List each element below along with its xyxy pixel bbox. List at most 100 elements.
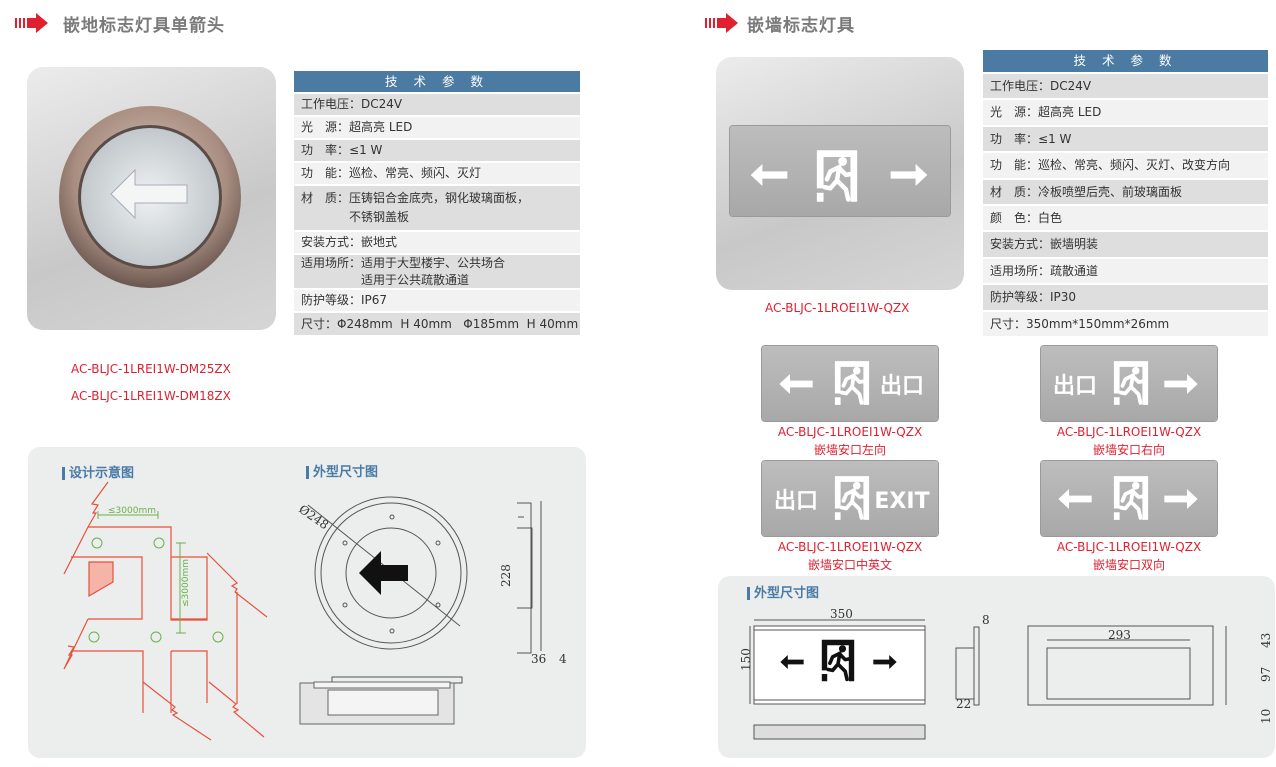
spec-row: 工作电压：DC24V [294,94,580,117]
spec-key: 光 源： [990,105,1039,120]
running-man-icon [1112,474,1150,522]
depth-label: 22 [956,697,971,711]
spec-key: 适用场所： [990,263,1051,278]
depth-label: 36 [531,652,546,666]
spec-value: 350mm*150mm*26mm [1026,316,1170,331]
spec-key: 功 能： [301,166,350,180]
sign-text: 出口 [880,374,924,399]
spec-value: 巡检、常亮、频闪、灭灯、改变方向 [1038,158,1231,173]
variant-name: 嵌墙安口左向 [813,443,886,457]
layout-and-dimension-drawing: ≤3000mm ≤3000mm Ø248 228 36 4 [63,481,567,741]
diameter-label: Ø248 [296,502,331,532]
spec-header: 技 术 参 数 [294,71,580,94]
wall-sign-dimension-drawing: 350 150 8 22 293 43 97 10 [739,607,1273,740]
spec-row: 材 质：冷板喷塑后壳、前玻璃面板 [983,179,1268,206]
exit-sign-variant: 出口 EXIT [762,461,938,536]
spec-row: 适用场所：适用于大型楼宇、公共场合适用于公共疏散通道 [294,255,580,290]
variant-name: 嵌墙安口双向 [1092,558,1165,572]
spec-row: 功 能：巡检、常亮、频闪、灭灯、改变方向 [983,153,1268,180]
section-arrow-icon [15,13,49,37]
spec-key: 防护等级： [301,293,362,307]
running-man-icon [833,359,871,407]
spec-key: 功 能： [990,158,1039,173]
spec-value: Φ248mm H 40mm Φ185mm H 40mm [337,317,579,331]
spec-row: 防护等级：IP30 [983,285,1268,312]
spec-value: 适用于大型楼宇、公共场合适用于公共疏散通道 [361,255,505,289]
spec-value: 嵌墙明装 [1050,237,1099,252]
spec-key: 防护等级： [990,290,1051,305]
spec-row: 功 率：≤1 W [294,140,580,163]
spec-key: 光 源： [301,120,350,134]
arrow-left-icon [779,374,813,394]
corridor-layout-drawing [63,481,268,741]
bottom-margin-label: 10 [1259,709,1273,724]
spec-value: 嵌地式 [361,235,398,249]
spec-row: 防护等级：IP67 [294,290,580,313]
sign-text: 出口 [1053,374,1097,399]
spec-key: 工作电压： [990,79,1051,93]
drawing-panel-floor: 设计示意图 外型尺寸图 ≤3000mm ≤3000mm Ø248 [28,447,586,758]
spec-value-line: 适用于大型楼宇、公共场合 [361,256,506,270]
spec-value: IP30 [1050,290,1077,305]
exit-sign-variant [1041,461,1217,536]
arrow-right-icon [1164,489,1198,509]
spec-value: 白色 [1038,210,1063,225]
spec-row: 尺寸：350mm*150mm*26mm [983,311,1268,338]
sign-text: EXIT [874,489,929,514]
arrow-left-icon [1058,489,1092,509]
design-diagram-title: 设计示意图 [62,467,134,480]
variant-model: AC-BLJC-1LROEI1W-QZX [777,540,923,554]
spec-value: ≤1 W [349,143,383,157]
arrow-left-icon [750,164,788,186]
spec-table-floor: 技 术 参 数 工作电压：DC24V 光 源：超高亮 LED 功 率：≤1 W … [294,71,580,337]
spec-value: 冷板喷塑后壳、前玻璃面板 [1038,184,1183,199]
spec-value: 超高亮 LED [349,120,413,134]
sign-text: 出口 [774,489,818,514]
model-code: AC-BLJC-1LROEI1W-QZX [765,301,910,315]
spec-value: 疏散通道 [1050,263,1099,278]
product-image-floor-light [27,67,276,330]
spec-header: 技 术 参 数 [983,50,1268,74]
spec-row: 功 能：巡检、常亮、频闪、灭灯 [294,163,580,186]
height-label: 228 [499,564,513,587]
section-title: 嵌地标志灯具单箭头 [63,16,225,36]
arrow-right-icon [890,164,928,186]
model-code: AC-BLJC-1LREI1W-DM25ZX [71,362,231,376]
width-label: 350 [830,607,853,621]
spec-value: 超高亮 LED [1038,105,1102,120]
spec-key: 安装方式： [990,237,1051,252]
spec-key: 适用场所： [301,256,362,270]
spec-row: 安装方式：嵌墙明装 [983,232,1268,259]
variant-caption: AC-BLJC-1LROEI1W-QZX 嵌墙安口中英文 [750,538,950,574]
running-man-icon [1112,359,1150,407]
variant-model: AC-BLJC-1LROEI1W-QZX [777,425,923,439]
drawing-panel-wall: 外型尺寸图 350 150 8 22 293 43 97 10 [718,576,1275,758]
exit-sign-variant: 出口 [762,346,938,421]
spacing-horizontal-label: ≤3000mm [108,506,156,516]
spec-row: 材 质：压铸铝合金底壳，钢化玻璃面板，不锈钢盖板 [294,186,580,232]
spacing-vertical-label: ≤3000mm [181,559,191,607]
variant-model: AC-BLJC-1LROEI1W-QZX [1056,425,1202,439]
running-man-icon [817,150,857,202]
exit-sign-bidirectional [730,126,950,216]
spec-row: 颜 色：白色 [983,205,1268,233]
depth-label: 8 [982,613,990,627]
spec-value: 压铸铝合金底壳，钢化玻璃面板，不锈钢盖板 [349,189,529,227]
spec-row: 工作电压：DC24V [983,74,1268,101]
round-light-drawing [307,496,542,706]
spec-row: 尺寸：Φ248mm H 40mm Φ185mm H 40mm [294,313,580,337]
depth-label: 4 [559,652,567,666]
spec-key: 安装方式： [301,235,362,249]
section-arrow-icon [705,13,739,37]
spec-value: ≤1 W [1038,131,1072,146]
spec-row: 安装方式：嵌地式 [294,232,580,255]
spec-value: IP67 [361,293,388,307]
variant-name: 嵌墙安口中英文 [807,558,892,572]
height-label: 150 [739,648,753,671]
dimension-diagram-title: 外型尺寸图 [306,466,378,479]
spec-row: 光 源：超高亮 LED [294,117,580,140]
spec-row: 适用场所：疏散通道 [983,258,1268,286]
spec-key: 工作电压： [301,97,362,111]
spec-key: 功 率： [990,131,1039,146]
